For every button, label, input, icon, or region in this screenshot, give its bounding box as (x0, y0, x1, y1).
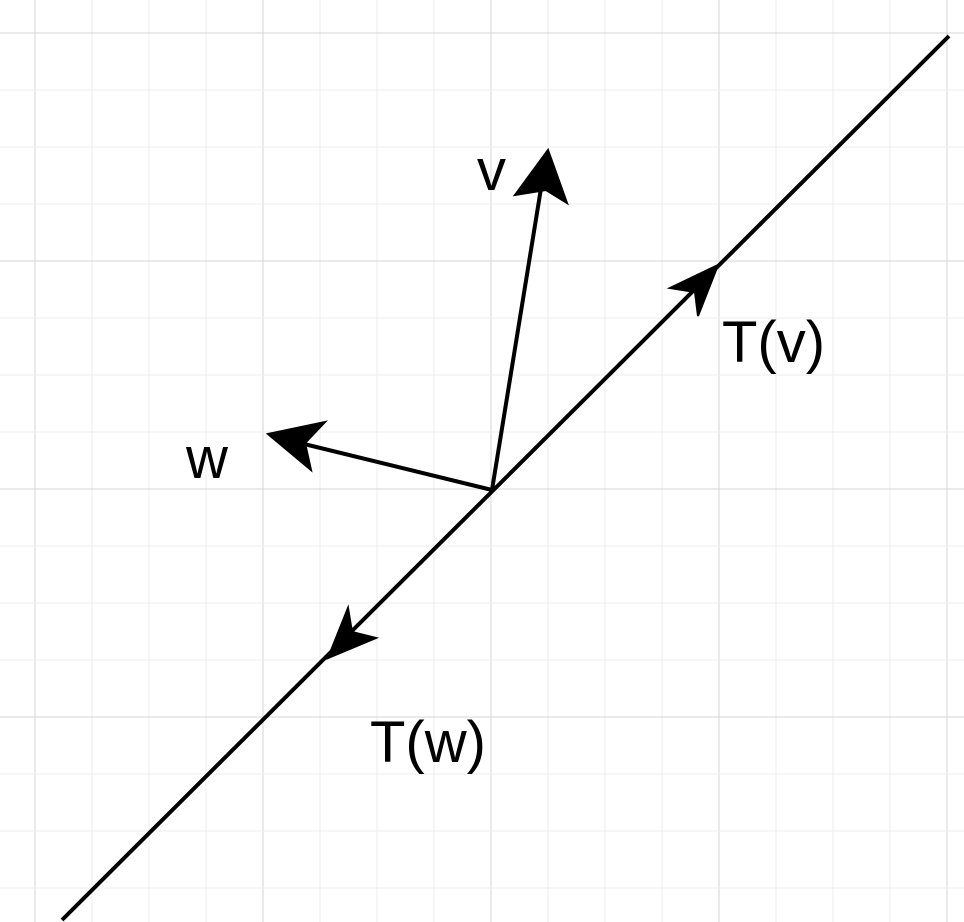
range-line (60, 34, 951, 922)
label-v: v (477, 138, 506, 203)
vector-w-shaft (299, 441, 493, 492)
label-tw: T(w) (370, 710, 486, 775)
label-tv: T(v) (722, 310, 825, 375)
vector-tw-arrowhead (326, 604, 380, 660)
vector-tv-arrowhead (666, 263, 720, 317)
vector-v-arrowhead (512, 147, 569, 206)
vector-v-shaft (490, 175, 545, 491)
label-w: w (185, 426, 229, 491)
vector-w-arrowhead (265, 420, 328, 473)
